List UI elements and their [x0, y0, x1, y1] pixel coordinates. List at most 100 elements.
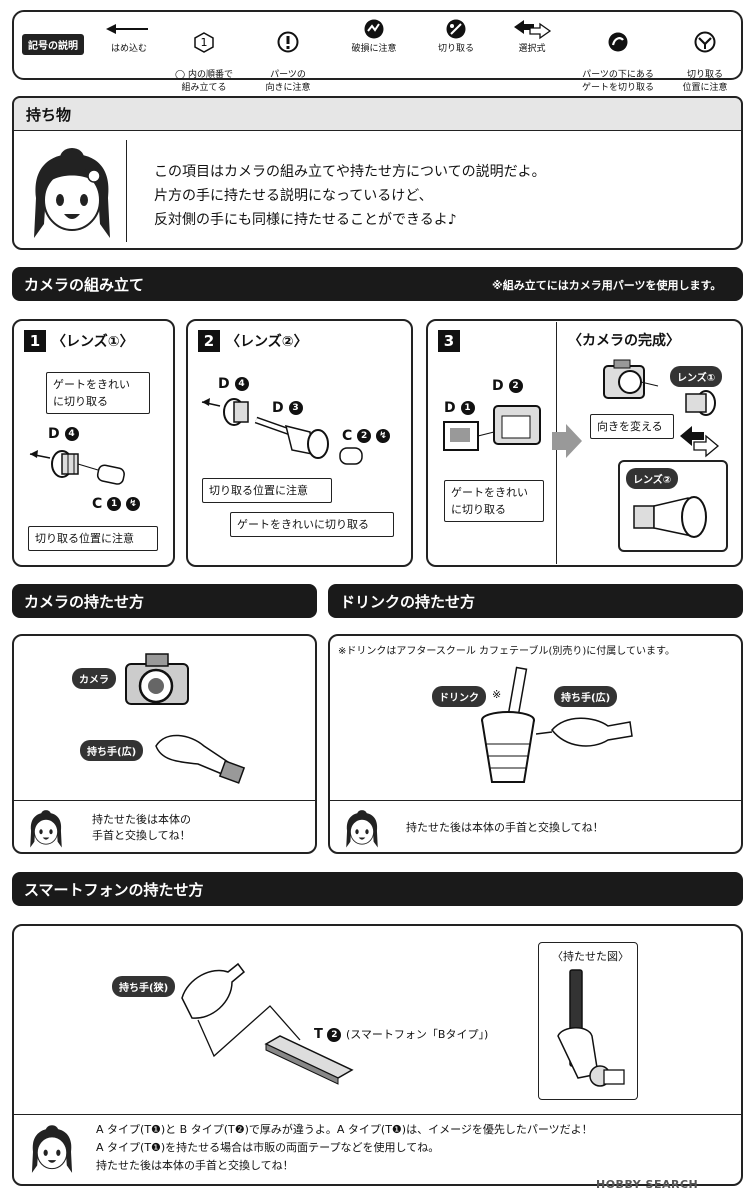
- camera-assembly-note: ※組み立てにはカメラ用パーツを使用します。: [492, 279, 722, 292]
- drink-hold-mascot-icon: [346, 810, 378, 848]
- camera-hold-hand-tag: 持ち手(広): [80, 740, 144, 761]
- step1-number: 1: [24, 330, 46, 352]
- step3-part-d2: D 2: [492, 378, 523, 394]
- smartphone-line-3: 持たせた後は本体の手首と交換してね！: [96, 1159, 294, 1172]
- smartphone-hold-header: スマートフォンの持たせ方: [12, 872, 743, 906]
- step1-panel: [12, 319, 175, 567]
- belongings-line-2: 片方の手に持たせる説明になっているけど、: [154, 188, 433, 204]
- step3-direction-callout: 向きを変える: [590, 414, 674, 439]
- step2-cut-callout: 切り取る位置に注意: [202, 478, 332, 503]
- drink-hold-tip: 持たせた後は本体の手首と交換してね！: [406, 821, 604, 834]
- legend-label-order: ◯ 内の順番で 組み立てる: [175, 70, 233, 93]
- legend-item-cut: 切り取る: [418, 18, 494, 56]
- mascot-face-icon: [34, 148, 110, 238]
- step1-title-text: 〈レンズ①〉: [52, 334, 134, 350]
- step3-camera-illustration: [603, 359, 659, 399]
- camera-hold-mascot-icon: [30, 810, 62, 848]
- legend-item-cut-position: 切り取る 位置に注意: [672, 18, 738, 95]
- drink-hold-panel: [328, 634, 743, 854]
- damage-icon: [364, 19, 384, 39]
- legend-item-order: 1 ◯ 内の順番で 組み立てる: [164, 18, 244, 95]
- smartphone-part-desc: (スマートフォン「Bタイプ」): [345, 1028, 489, 1041]
- drink-hold-drink-tag: ドリンク: [432, 686, 486, 707]
- legend-label-choice: 選択式: [518, 44, 546, 54]
- belongings-header: 持ち物: [12, 96, 743, 130]
- belongings-divider: [12, 130, 743, 131]
- legend-label-cut-position: 切り取る 位置に注意: [682, 70, 728, 93]
- step3-lens1-tag: レンズ①: [670, 366, 723, 387]
- step2-gate-callout: ゲートをきれいに切り取る: [230, 512, 394, 537]
- smartphone-hold-hand-tag: 持ち手(狭): [112, 976, 176, 997]
- camera-assembly-header: カメラの組み立て: [12, 267, 743, 301]
- legend-title: 記号の説明: [22, 34, 84, 55]
- step2-part-d3: D 3: [272, 400, 303, 416]
- step3-lens1-illustration: [685, 390, 716, 416]
- legend-item-fit: はめ込む: [100, 18, 158, 56]
- legend-label-direction: パーツの 向きに注意: [265, 70, 311, 93]
- step1-part-d4: D 4: [48, 426, 79, 442]
- step2-title: 2 〈レンズ②〉: [198, 330, 308, 352]
- drink-hold-divider: [330, 800, 741, 801]
- legend-label-fit: はめ込む: [110, 44, 147, 54]
- smartphone-connector-lines: [197, 1005, 301, 1058]
- camera-hold-camera-tag: カメラ: [72, 668, 116, 689]
- camera-illustration: [125, 653, 189, 705]
- svg-text:1: 1: [201, 36, 208, 49]
- belongings-line-1: この項目はカメラの組み立てや持たせ方についての説明だよ。: [154, 164, 546, 180]
- smartphone-held-illustration: [557, 969, 625, 1087]
- step2-title-text: 〈レンズ②〉: [226, 334, 308, 350]
- legend-item-choice: 選択式: [496, 18, 568, 56]
- drink-hold-note: ※ドリンクはアフタースクール カフェテーブル(別売り)に付属しています。: [338, 646, 675, 657]
- step2-lens-illustration: [201, 398, 363, 465]
- camera-assembly-title: カメラの組み立て: [24, 275, 145, 294]
- circle-one-icon: 1: [194, 32, 214, 53]
- step3-lens2-illustration: [633, 496, 707, 538]
- camera-hold-header: カメラの持たせ方: [12, 584, 317, 618]
- exclamation-icon: [277, 31, 299, 53]
- belongings-line-3: 反対側の手にも同様に持たせることができるよ♪: [154, 212, 457, 228]
- legend-item-damage: 破損に注意: [336, 18, 412, 56]
- legend-label-cut: 切り取る: [437, 44, 474, 54]
- camera-hold-divider: [14, 800, 315, 801]
- step1-gate-callout: ゲートをきれい に切り取る: [46, 372, 150, 414]
- drink-hold-hand-tag: 持ち手(広): [554, 686, 618, 707]
- smartphone-hold-divider: [14, 1114, 741, 1115]
- smartphone-illustration: [264, 1035, 354, 1085]
- step1-title: 1 〈レンズ①〉: [24, 330, 134, 352]
- smartphone-line-2: A タイプ(T❶)を持たせる場合は市販の両面テープなどを使用してね。: [96, 1141, 440, 1154]
- arrow-left-icon: [106, 24, 148, 34]
- belongings-face-divider: [126, 140, 127, 242]
- choice-arrows-icon: [514, 20, 552, 40]
- step2-gate-cut-icon: ↯: [376, 429, 391, 443]
- cut-icon: [446, 19, 466, 39]
- step2-number: 2: [198, 330, 220, 352]
- smartphone-line-1: A タイプ(T❶)と B タイプ(T❷)で厚みが違うよ。A タイプ(T❶)は、イ…: [96, 1123, 593, 1136]
- step3-gate-callout: ゲートをきれい に切り取る: [444, 480, 544, 522]
- hand-wide-illustration: [155, 734, 246, 784]
- step1-lens-illustration: [29, 450, 125, 485]
- step3-title: 3: [438, 330, 460, 352]
- smartphone-hand-illustration: [181, 962, 246, 1019]
- step3-lens2-tag: レンズ②: [626, 468, 679, 489]
- step3-next-arrow-icon: [552, 424, 582, 458]
- step3-choice-arrows-icon: [680, 426, 720, 458]
- step1-gate-cut-icon: ↯: [126, 497, 141, 511]
- drink-cup-illustration: [481, 666, 535, 783]
- legend-label-gate: パーツの下にある ゲートを切り取る: [581, 70, 654, 93]
- step3-complete-title: 〈カメラの完成〉: [568, 333, 680, 349]
- legend-item-direction: パーツの 向きに注意: [250, 18, 326, 95]
- camera-hold-tip: 持たせた後は本体の 手首と交換してね！: [92, 813, 191, 842]
- smartphone-held-title: 〈持たせた図〉: [552, 950, 629, 963]
- step3-part-d1: D 1: [444, 400, 475, 416]
- hobby-search-watermark: HOBBY SEARCH: [596, 1178, 699, 1191]
- step2-part-d4: D 4: [218, 376, 249, 392]
- step3-number: 3: [438, 330, 460, 352]
- smartphone-hold-mascot-icon: [31, 1125, 73, 1173]
- legend-label-damage: 破損に注意: [351, 44, 397, 54]
- drink-hold-header: ドリンクの持たせ方: [328, 584, 743, 618]
- cut-position-icon: [694, 31, 716, 53]
- step3-body-illustration: [443, 405, 541, 451]
- gate-cut-icon: [608, 32, 628, 52]
- legend-item-gate: パーツの下にある ゲートを切り取る: [570, 18, 666, 95]
- smartphone-part-t2: T 2 (スマートフォン「Bタイプ」): [314, 1027, 489, 1042]
